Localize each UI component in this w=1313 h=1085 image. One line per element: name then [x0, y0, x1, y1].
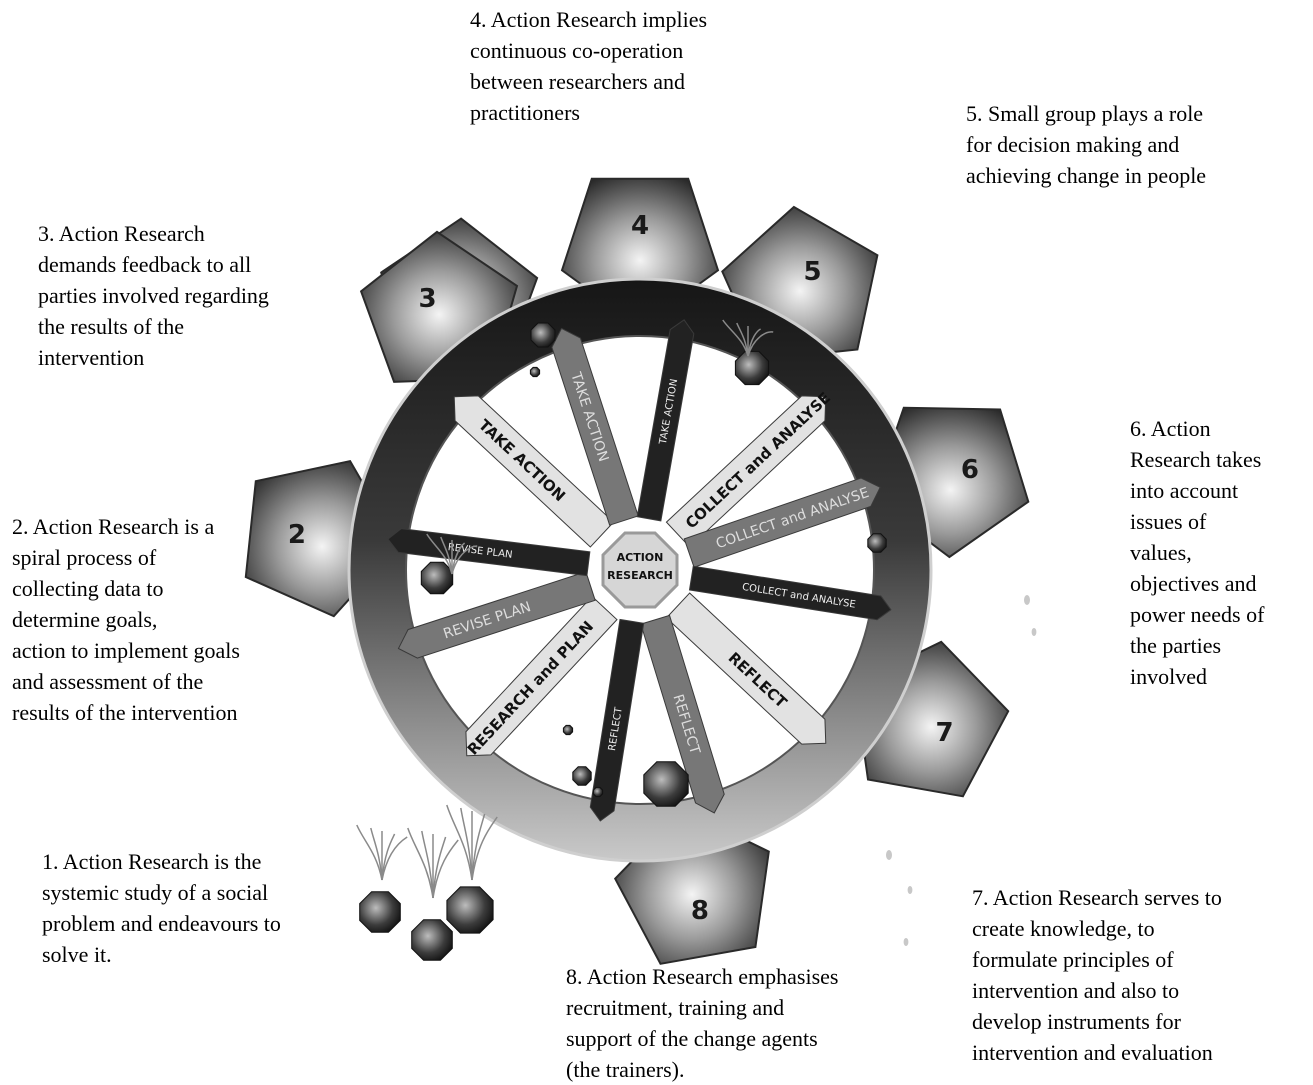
point-4-text: 4. Action Research implies continuous co…	[470, 7, 708, 125]
rock-icon	[592, 786, 604, 798]
droplet-icon	[886, 850, 892, 860]
droplet-icon	[1031, 628, 1037, 636]
spoke-5-bar	[683, 477, 881, 568]
pad-3-number: 3	[419, 284, 437, 314]
rock-icon	[411, 919, 453, 961]
spoke-11-bar	[397, 571, 596, 659]
spoke-3: TAKE ACTION	[636, 319, 695, 522]
point-1-text: 1. Action Research is the systemic study…	[42, 849, 281, 967]
droplet-icon	[1024, 595, 1030, 605]
rock-icon	[420, 561, 454, 595]
point-3-text: 3. Action Research demands feedback to a…	[38, 221, 269, 370]
sprout-icon	[722, 319, 774, 357]
rock-icon	[867, 533, 887, 553]
spoke-12: REVISE PLAN	[387, 528, 591, 577]
rock-icon	[572, 766, 592, 786]
spoke-2-bar	[551, 327, 639, 526]
sprout-icon	[426, 533, 478, 575]
rock-icon	[359, 891, 401, 933]
spoke-9: REFLECT	[589, 618, 645, 822]
spoke-12-bar	[387, 528, 591, 577]
pad-7-number: 7	[936, 718, 954, 748]
spoke-10-bar	[465, 595, 618, 757]
hub-octagon	[601, 531, 679, 609]
spoke-6-bar	[688, 565, 892, 621]
droplet-icon	[907, 886, 913, 894]
rock-icon	[529, 366, 541, 378]
sprout-icon	[356, 824, 408, 881]
point-8-text: 8. Action Research emphasises recruitmen…	[566, 964, 839, 1082]
pad-8-number: 8	[691, 896, 709, 926]
hub-label-line-1: ACTION	[617, 551, 664, 564]
rock-icon	[562, 724, 574, 736]
hub-label-line-2: RESEARCH	[607, 569, 673, 582]
rock-icon	[643, 761, 689, 807]
spoke-7-bar	[665, 592, 827, 745]
sprout-icon	[446, 804, 498, 881]
spoke-2: TAKE ACTION	[551, 327, 639, 526]
rock-icon	[530, 322, 556, 348]
spoke-1-bar	[453, 395, 615, 548]
point-5-text: 5. Small group plays a role for decision…	[966, 101, 1207, 188]
spoke-3-bar	[636, 319, 695, 522]
pad-2-number: 2	[288, 520, 306, 550]
rock-icon	[734, 350, 770, 386]
rock-icon	[446, 886, 494, 934]
point-2-text: 2. Action Research is a spiral process o…	[12, 514, 240, 725]
pad-5-number: 5	[803, 257, 821, 287]
droplet-icon	[903, 938, 909, 946]
point-7-text: 7. Action Research serves to create know…	[972, 885, 1222, 1065]
pad-4-number: 4	[631, 211, 649, 241]
spoke-9-bar	[589, 618, 645, 822]
spoke-8-bar	[640, 614, 725, 814]
point-6-text: 6. Action Research takes into account is…	[1130, 416, 1265, 689]
pad-6-number: 6	[961, 455, 979, 485]
sprout-icon	[407, 827, 459, 899]
